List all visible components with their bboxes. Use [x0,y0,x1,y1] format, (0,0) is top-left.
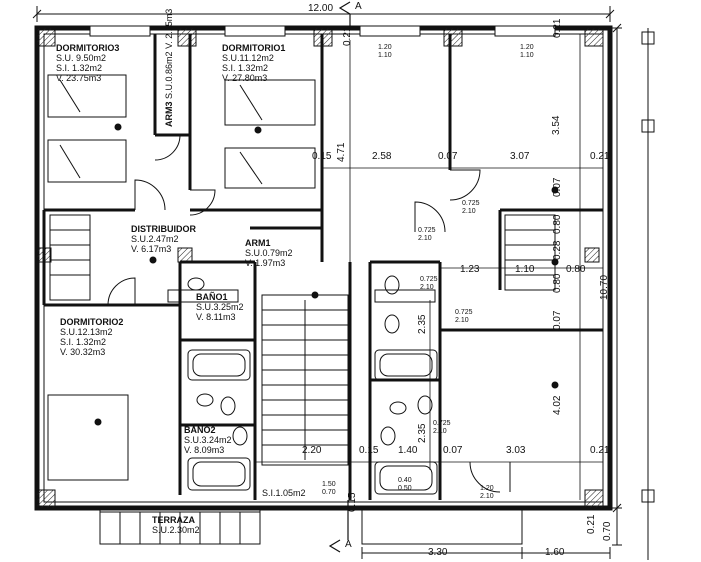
section-markers [328,1,351,553]
bottom-dimension-line [361,547,611,559]
dim-0-07-v1: 0.07 [552,177,563,197]
dim-2-35b: 2.35 [417,423,428,443]
dim-0-21b: 0.21 [590,445,610,456]
dim-0-07-v2: 0.07 [552,310,563,330]
dim-0-21c: 0.21 [586,514,597,534]
room-dormitorio2: DORMITORIO2 S.U.12.13m2 S.I. 1.32m2 V. 3… [60,317,124,357]
grid-markers [641,28,655,560]
room-bano1: BAÑO1 S.U.3.25m2 V. 8.11m3 [196,292,244,322]
dim-0-28-v: 0.28 [552,240,563,260]
bathroom-fixtures [167,275,438,495]
dim-bottom-right: 1.60 [545,547,565,558]
stair-core [49,214,556,466]
room-dormitorio3: DORMITORIO3 S.U. 9.50m2 S.I. 1.32m2 V. 2… [56,43,120,83]
interior-walls [42,34,603,500]
dim-2-35a: 2.35 [417,314,428,334]
room-bano2: BAÑO2 S.U.3.24m2 V. 8.09m3 [184,425,232,455]
dim-top-total: 12.00 [308,3,334,14]
room-distribuidor: DISTRIBUIDOR S.U.2.47m2 V. 6.17m3 [131,224,196,254]
room-terraza: TERRAZA S.U.2.30m2 [152,515,200,535]
top-dimension-line [32,6,615,22]
room-arm1: ARM1 S.U.0.79m2 V. 1.97m3 [245,238,293,268]
dim-1-40: 1.40 [398,445,418,456]
dim-2-20: 2.20 [302,445,322,456]
dim-3-07: 3.07 [510,151,530,162]
dim-0-21-top-right: 0.21 [552,18,563,38]
dim-4-02: 4.02 [552,395,563,415]
room-arm3: ARM3 S.U.0.86m2 V. 2.15m3 [164,8,174,127]
light-fixtures [94,123,559,426]
dim-right-total: 10.70 [599,274,610,300]
terrace [99,507,523,545]
dim-right-bottom: 0.70 [602,521,613,541]
dim-bottom-left: 3.30 [428,547,448,558]
dim-0-21-top: 0.21 [342,26,353,46]
dim-3-03: 3.03 [506,445,526,456]
dim-0-07b: 0.07 [443,445,463,456]
section-marker-top: A [355,1,362,12]
dim-1-10: 1.10 [515,264,535,275]
right-dimension-line [612,23,622,546]
dim-3-54: 3.54 [551,115,562,135]
top-windows [89,25,556,37]
dim-0-80-h: 0.80 [566,264,586,275]
dim-0-80-v: 0.80 [552,214,563,234]
beds [47,74,316,481]
dim-0-07a: 0.07 [438,151,458,162]
dim-0-21a: 0.21 [590,151,610,162]
section-marker-bottom: A [345,539,352,550]
dim-1-23: 1.23 [460,264,480,275]
dim-2-58: 2.58 [372,151,392,162]
room-stair-si: S.I.1.05m2 [262,488,306,498]
room-dormitorio1: DORMITORIO1 S.U.11.12m2 S.I. 1.32m2 V. 2… [222,43,286,83]
dim-0-80-v2: 0.80 [552,273,563,293]
dim-0-15: 0.15 [312,151,332,162]
dim-0-15-top: 0.15 [347,492,358,512]
door-swings [107,134,511,493]
dim-0-15b: 0.15 [359,445,379,456]
dim-4-71: 4.71 [336,142,347,162]
